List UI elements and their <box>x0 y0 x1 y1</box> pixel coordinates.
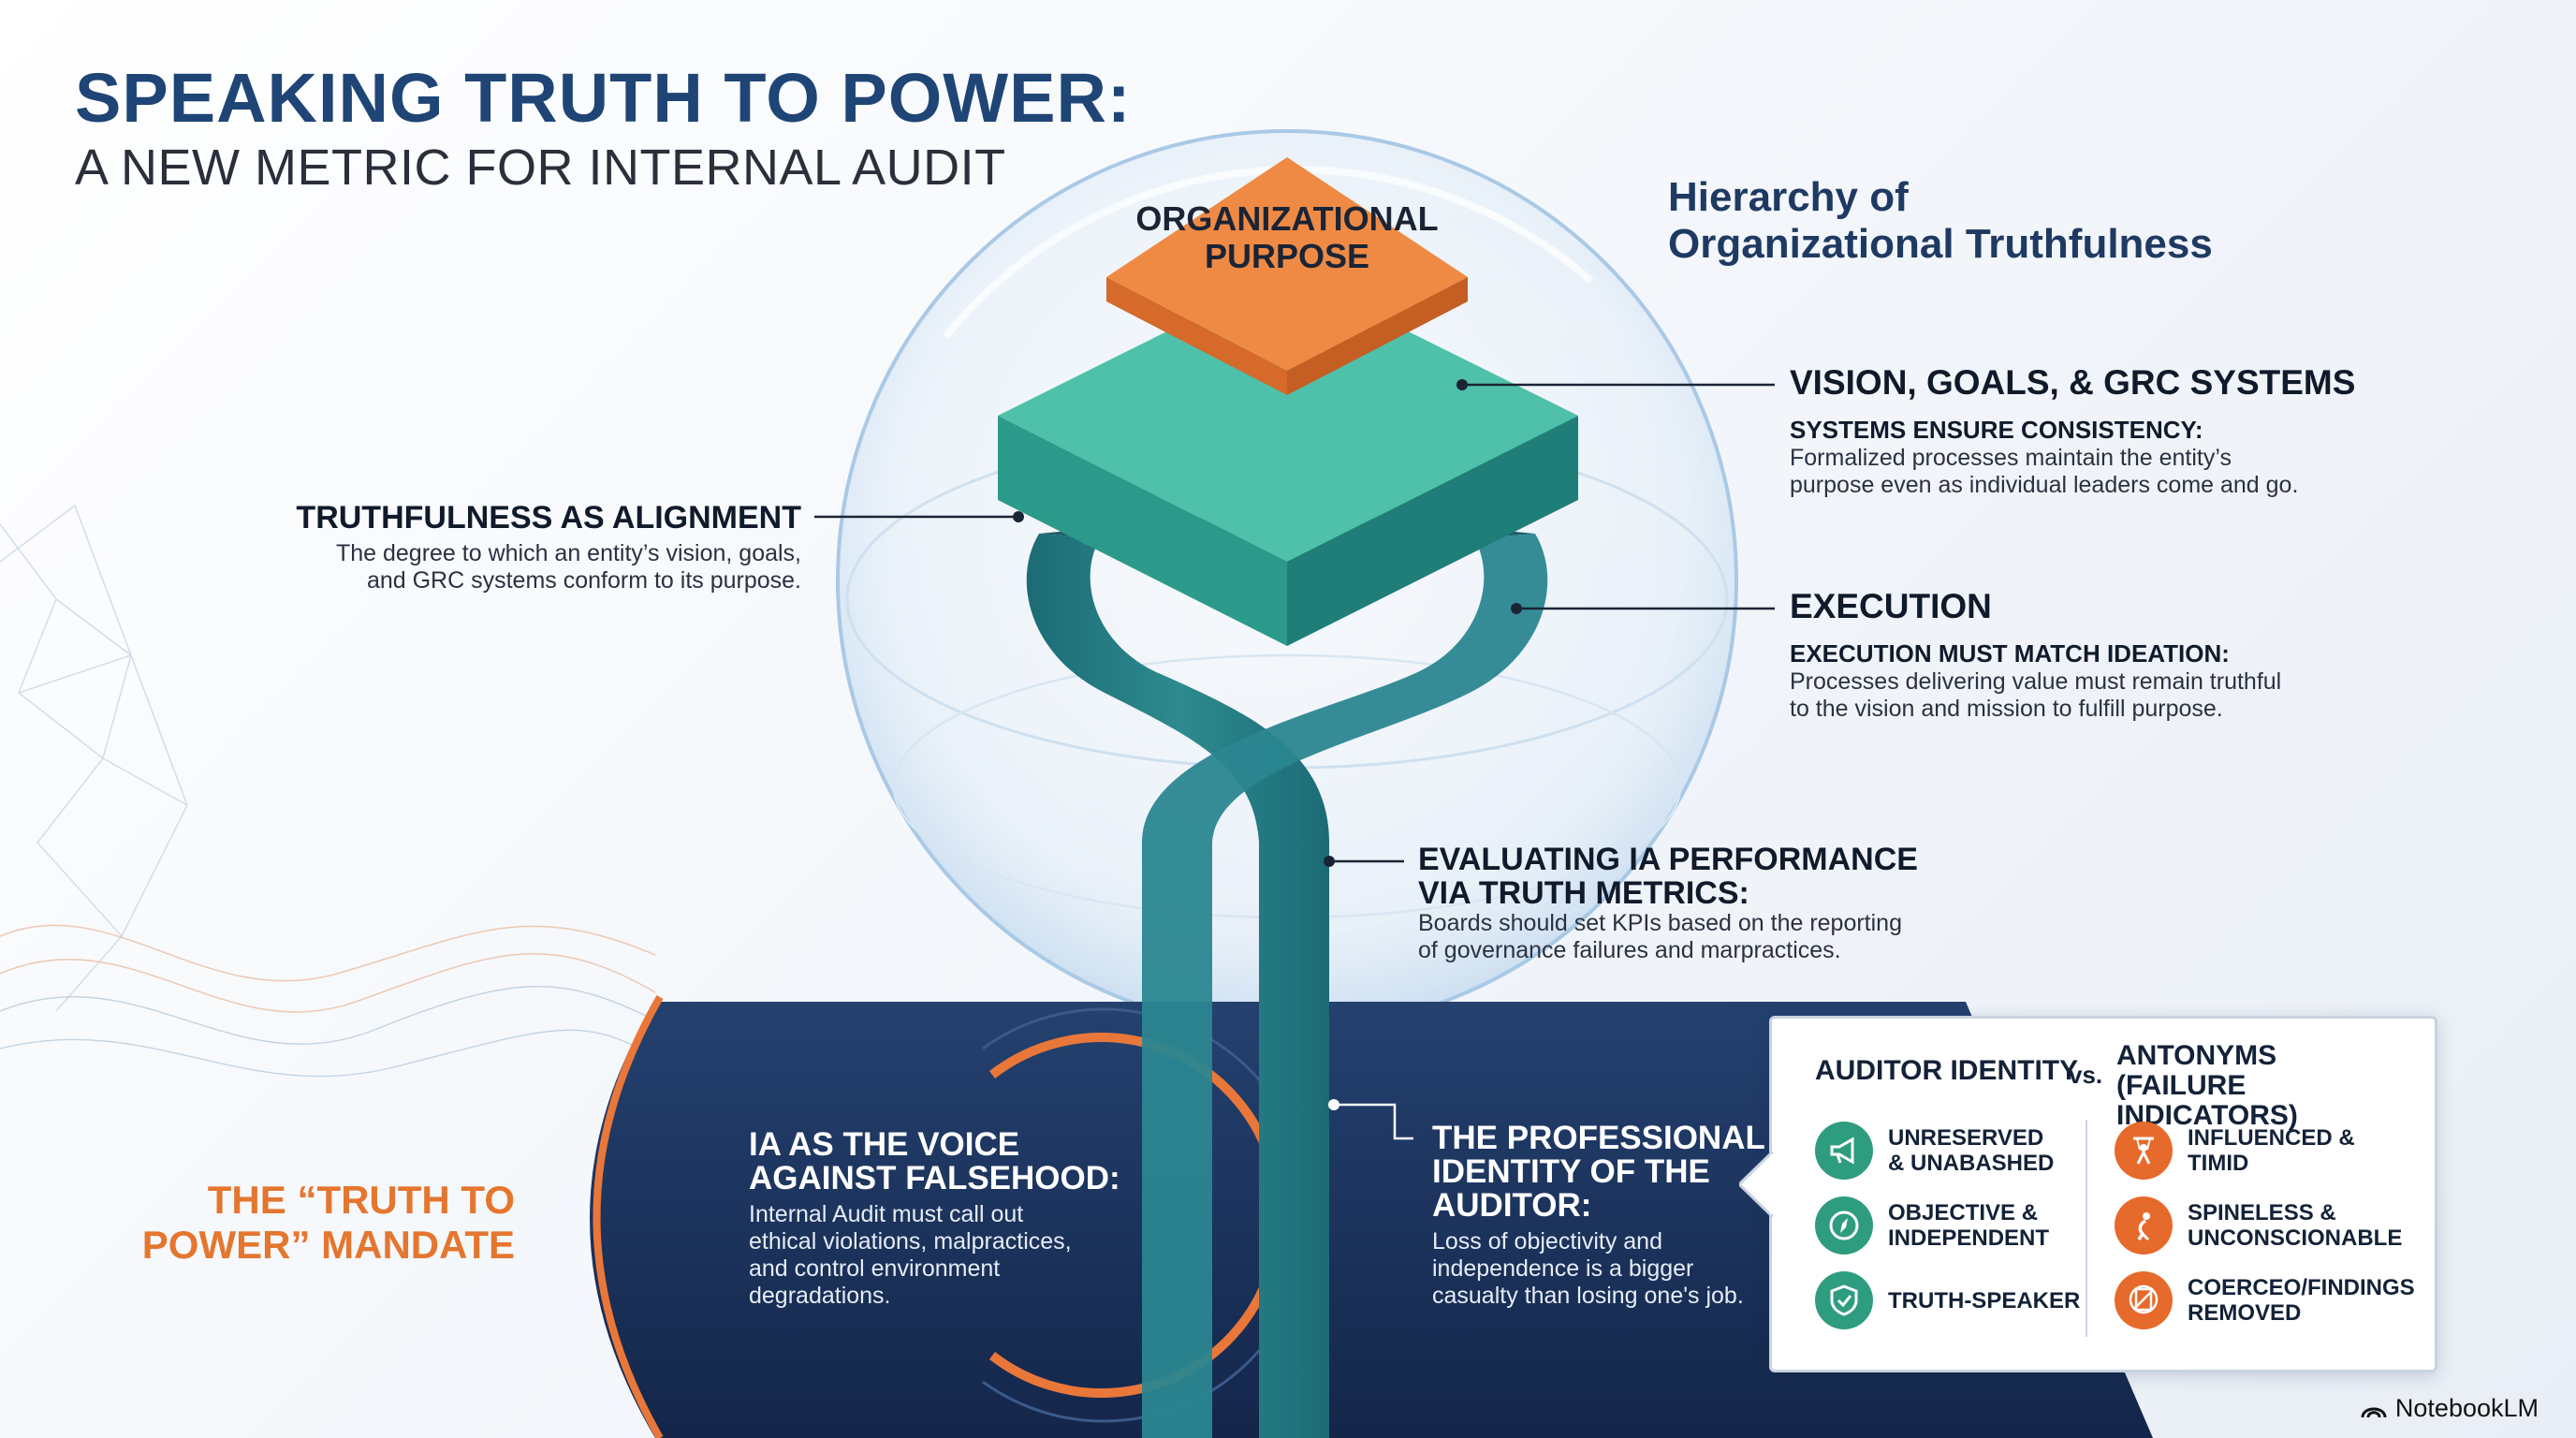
identity-item-line1: UNRESERVED <box>1888 1125 2044 1151</box>
page-title: SPEAKING TRUTH TO POWER: <box>75 59 1132 137</box>
antonym-item-line2: TIMID <box>2188 1151 2249 1176</box>
brand-name: NotebookLM <box>2394 1394 2539 1422</box>
identity-item: OBJECTIVE & INDEPENDENT <box>1815 1196 2049 1255</box>
no-document-icon <box>2115 1271 2173 1329</box>
callout-voice-body2: ethical violations, malpractices, <box>749 1228 1072 1255</box>
callout-execution-body1: Processes delivering value must remain t… <box>1790 668 2282 695</box>
antonym-item: COERCEO/FINDINGS REMOVED <box>2115 1271 2415 1329</box>
identity-item: TRUTH-SPEAKER <box>1815 1271 2080 1329</box>
callout-evaluating-heading1: EVALUATING IA PERFORMANCE <box>1418 842 1918 877</box>
callout-alignment-body2: and GRC systems conform to its purpose. <box>366 567 801 594</box>
callout-vision-subheading: SYSTEMS ENSURE CONSISTENCY: <box>1790 416 2203 444</box>
leader-lines <box>814 383 1775 863</box>
callout-identity-heading2: IDENTITY OF THE <box>1432 1153 1710 1190</box>
callout-alignment-body1: The degree to which an entity’s vision, … <box>335 540 801 566</box>
purpose-label-line1: ORGANIZATIONAL <box>1135 199 1439 238</box>
notebooklm-logo-icon <box>2361 1407 2387 1417</box>
callout-execution-subheading: EXECUTION MUST MATCH IDEATION: <box>1790 639 2230 668</box>
vision-slab <box>998 271 1578 646</box>
mandate-line1: THE “TRUTH TO <box>207 1178 515 1222</box>
hierarchy-title: Hierarchy of Organizational Truthfulness <box>1668 174 2213 268</box>
antonym-item-line2: REMOVED <box>2188 1300 2302 1326</box>
megaphone-icon <box>1815 1122 1873 1180</box>
callout-identity-heading1: THE PROFESSIONAL <box>1432 1120 1765 1156</box>
comparison-panel: AUDITOR IDENTITY vs. ANTONYMS (FAILURE I… <box>1769 1016 2437 1372</box>
panel-pointer <box>1739 1152 1773 1217</box>
antonyms-column-heading: ANTONYMS (FAILURE INDICATORS) <box>2116 1041 2435 1131</box>
slumped-figure-icon <box>2115 1196 2173 1255</box>
callout-vision-body2: purpose even as individual leaders come … <box>1790 472 2299 498</box>
identity-item-line2: & UNABASHED <box>1888 1151 2055 1176</box>
callout-identity-heading3: AUDITOR: <box>1432 1187 1592 1224</box>
antonym-item: INFLUENCED & TIMID <box>2115 1122 2355 1180</box>
antonym-item: SPINELESS & UNCONSCIONABLE <box>2115 1196 2402 1255</box>
compass-icon <box>1815 1196 1873 1255</box>
callout-alignment: TRUTHFULNESS AS ALIGNMENT The degree to … <box>281 500 801 594</box>
callout-vision-body1: Formalized processes maintain the entity… <box>1790 445 2232 471</box>
purpose-label-line2: PURPOSE <box>1204 237 1370 275</box>
callout-identity-body3: casualty than losing one's job. <box>1432 1283 1744 1309</box>
callout-evaluating-heading2: VIA TRUTH METRICS: <box>1418 875 1749 911</box>
antonym-item-line1: SPINELESS & <box>2188 1200 2336 1225</box>
antonym-item-line1: INFLUENCED & <box>2188 1125 2355 1151</box>
callout-evaluating-body1: Boards should set KPIs based on the repo… <box>1418 910 1902 936</box>
callout-evaluating-body2: of governance failures and marpractices. <box>1418 937 1841 963</box>
identity-item-line1: TRUTH-SPEAKER <box>1888 1287 2081 1313</box>
mandate-base <box>590 995 2153 1438</box>
column-divider <box>2086 1120 2087 1337</box>
callout-voice-body3: and control environment <box>749 1255 1001 1282</box>
background-network-decoration <box>0 504 655 1078</box>
callout-evaluating: EVALUATING IA PERFORMANCE VIA TRUTH METR… <box>1418 843 1918 964</box>
callout-voice-body1: Internal Audit must call out <box>749 1201 1024 1227</box>
callout-alignment-heading: TRUTHFULNESS AS ALIGNMENT <box>296 500 801 536</box>
callout-voice-heading1: IA AS THE VOICE <box>749 1126 1020 1163</box>
page-subtitle: A NEW METRIC FOR INTERNAL AUDIT <box>75 139 1006 196</box>
callout-identity-body1: Loss of objectivity and <box>1432 1228 1662 1255</box>
purpose-diamond <box>1106 157 1468 395</box>
puppet-icon <box>2115 1122 2173 1180</box>
antonyms-heading-line1: ANTONYMS <box>2116 1040 2277 1071</box>
brand-watermark: NotebookLM <box>2360 1394 2539 1423</box>
antonym-item-line2: UNCONSCIONABLE <box>2188 1225 2403 1251</box>
identity-item: UNRESERVED & UNABASHED <box>1815 1122 2054 1180</box>
identity-item-line2: INDEPENDENT <box>1888 1225 2050 1251</box>
callout-voice-heading2: AGAINST FALSEHOOD: <box>749 1160 1120 1196</box>
callout-vision-heading: VISION, GOALS, & GRC SYSTEMS <box>1790 363 2356 402</box>
callout-execution: EXECUTION EXECUTION MUST MATCH IDEATION:… <box>1790 587 2281 723</box>
purpose-label: ORGANIZATIONAL PURPOSE <box>1119 200 1456 275</box>
identity-item-line1: OBJECTIVE & <box>1888 1200 2039 1225</box>
callout-execution-heading: EXECUTION <box>1790 587 1992 625</box>
callout-voice: IA AS THE VOICE AGAINST FALSEHOOD: Inter… <box>749 1128 1120 1310</box>
shield-check-icon <box>1815 1271 1873 1329</box>
callout-identity-body2: independence is a bigger <box>1432 1255 1694 1282</box>
hierarchy-title-line2: Organizational Truthfulness <box>1668 221 2213 267</box>
identity-column-heading: AUDITOR IDENTITY <box>1815 1055 2079 1086</box>
callout-vision: VISION, GOALS, & GRC SYSTEMS SYSTEMS ENS… <box>1790 363 2355 499</box>
antonym-item-line1: COERCEO/FINDINGS <box>2188 1275 2415 1300</box>
mandate-heading: THE “TRUTH TO POWER” MANDATE <box>140 1178 515 1268</box>
mandate-line2: POWER” MANDATE <box>141 1223 515 1267</box>
callout-identity: THE PROFESSIONAL IDENTITY OF THE AUDITOR… <box>1432 1122 1765 1310</box>
callout-execution-body2: to the vision and mission to fulfill pur… <box>1790 696 2223 722</box>
callout-voice-body4: degradations. <box>749 1283 891 1309</box>
hierarchy-title-line1: Hierarchy of <box>1668 174 1909 220</box>
versus-label: vs. <box>2069 1061 2103 1089</box>
